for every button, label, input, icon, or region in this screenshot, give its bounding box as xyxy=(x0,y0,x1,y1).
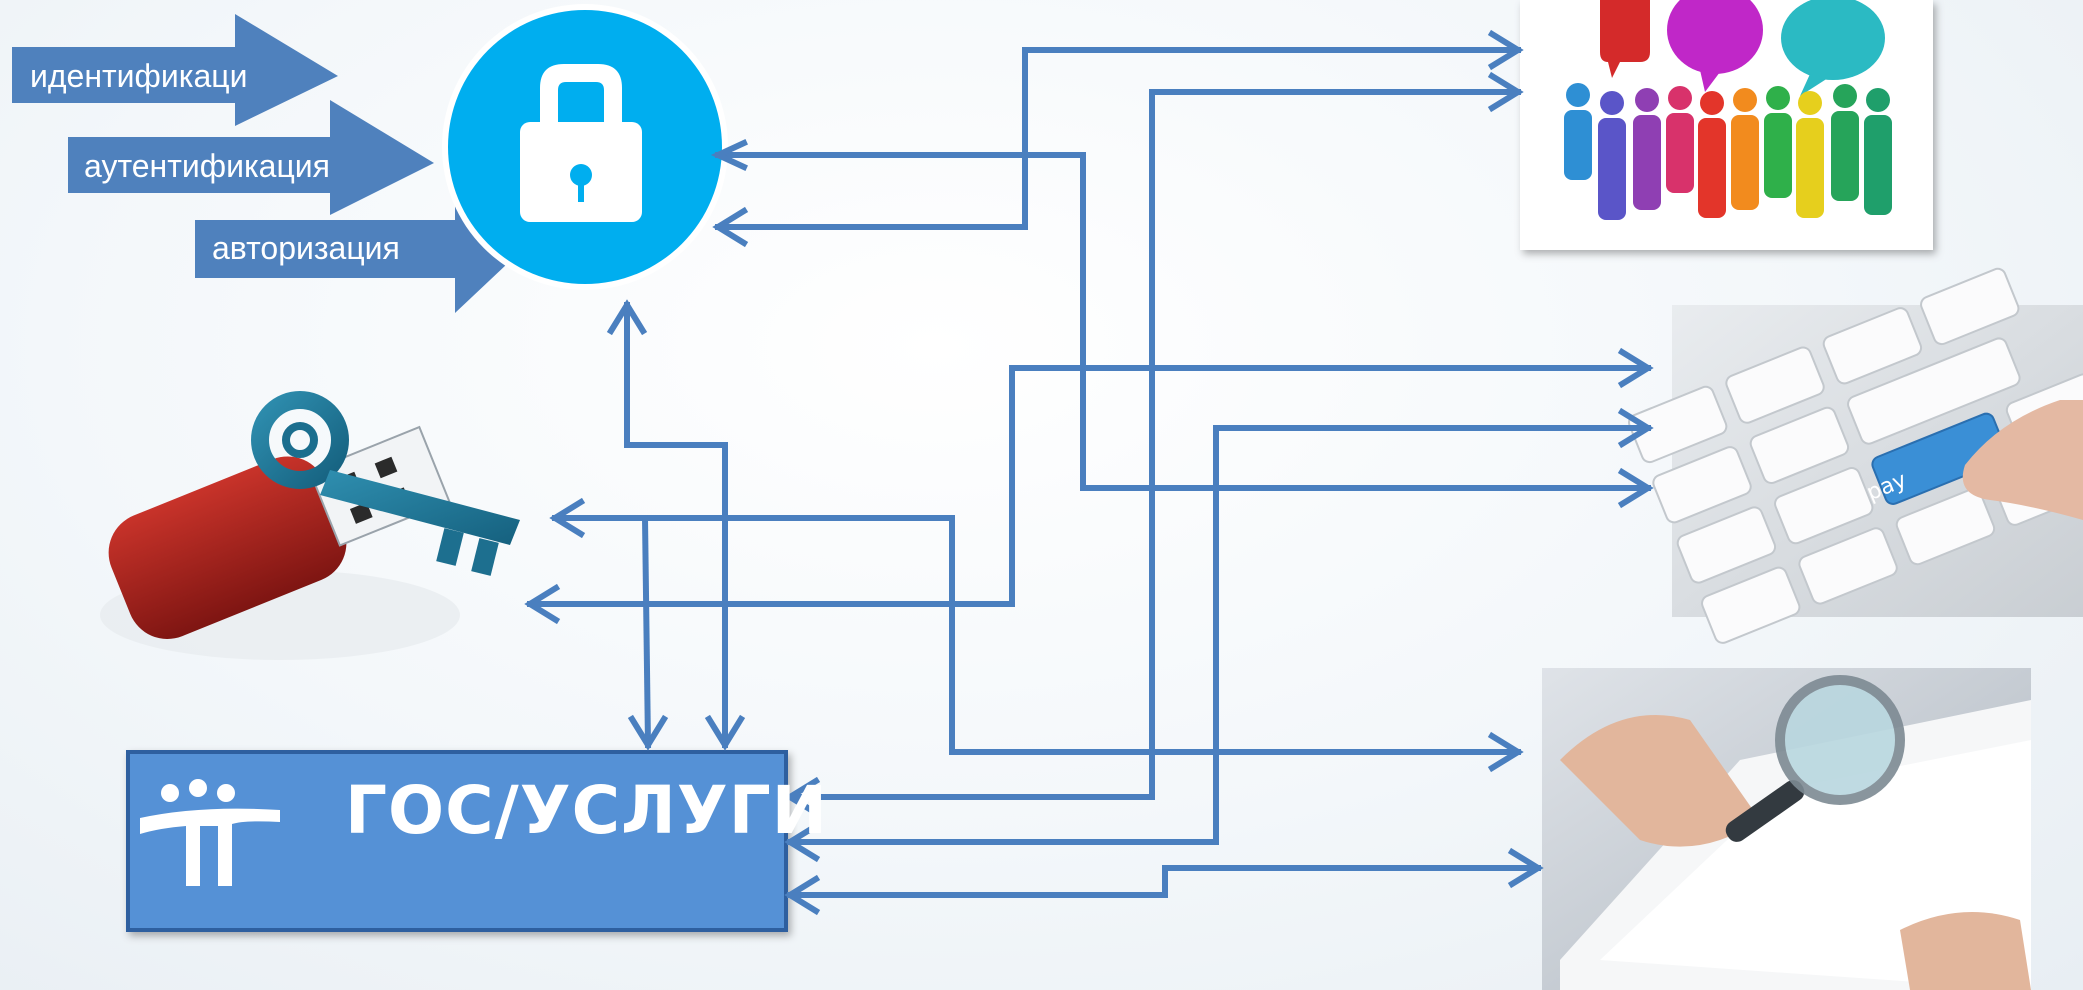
step-arrow-identification xyxy=(12,14,338,126)
step-label-authentication: аутентификация xyxy=(84,148,330,184)
connectors xyxy=(527,47,1651,898)
connector-portal-pay xyxy=(787,425,1651,845)
connector-token-pay xyxy=(527,365,1651,607)
usb-token-key-icon xyxy=(100,391,520,660)
connector-portal-doc xyxy=(787,865,1541,898)
step-arrow-authentication xyxy=(68,100,434,215)
connector-token-doc xyxy=(552,515,1521,755)
magnifier-document-icon xyxy=(1542,668,2031,990)
connector-token-portal xyxy=(641,514,652,749)
gosuslugi-brand-text: ГОС/УСЛУГИ xyxy=(345,772,829,849)
connector-lock-pay xyxy=(715,152,1651,491)
arrowheads xyxy=(524,29,1654,916)
lock-node xyxy=(442,4,728,290)
connector-portal-people xyxy=(787,89,1521,800)
step-label-identification: идентификаци xyxy=(30,58,248,94)
gosuslugi-logo-icon xyxy=(140,779,280,886)
people-figures xyxy=(1564,83,1892,220)
lock-icon xyxy=(520,64,642,222)
connector-lock-portal xyxy=(624,302,728,748)
keyboard-pay-icon xyxy=(1628,267,2083,644)
step-arrow-authorization xyxy=(195,183,525,313)
gosuslugi-portal xyxy=(126,750,788,932)
step-label-authorization: авторизация xyxy=(212,230,400,266)
connector-lock-people-1 xyxy=(715,47,1521,230)
people-group-icon xyxy=(1520,0,1933,250)
